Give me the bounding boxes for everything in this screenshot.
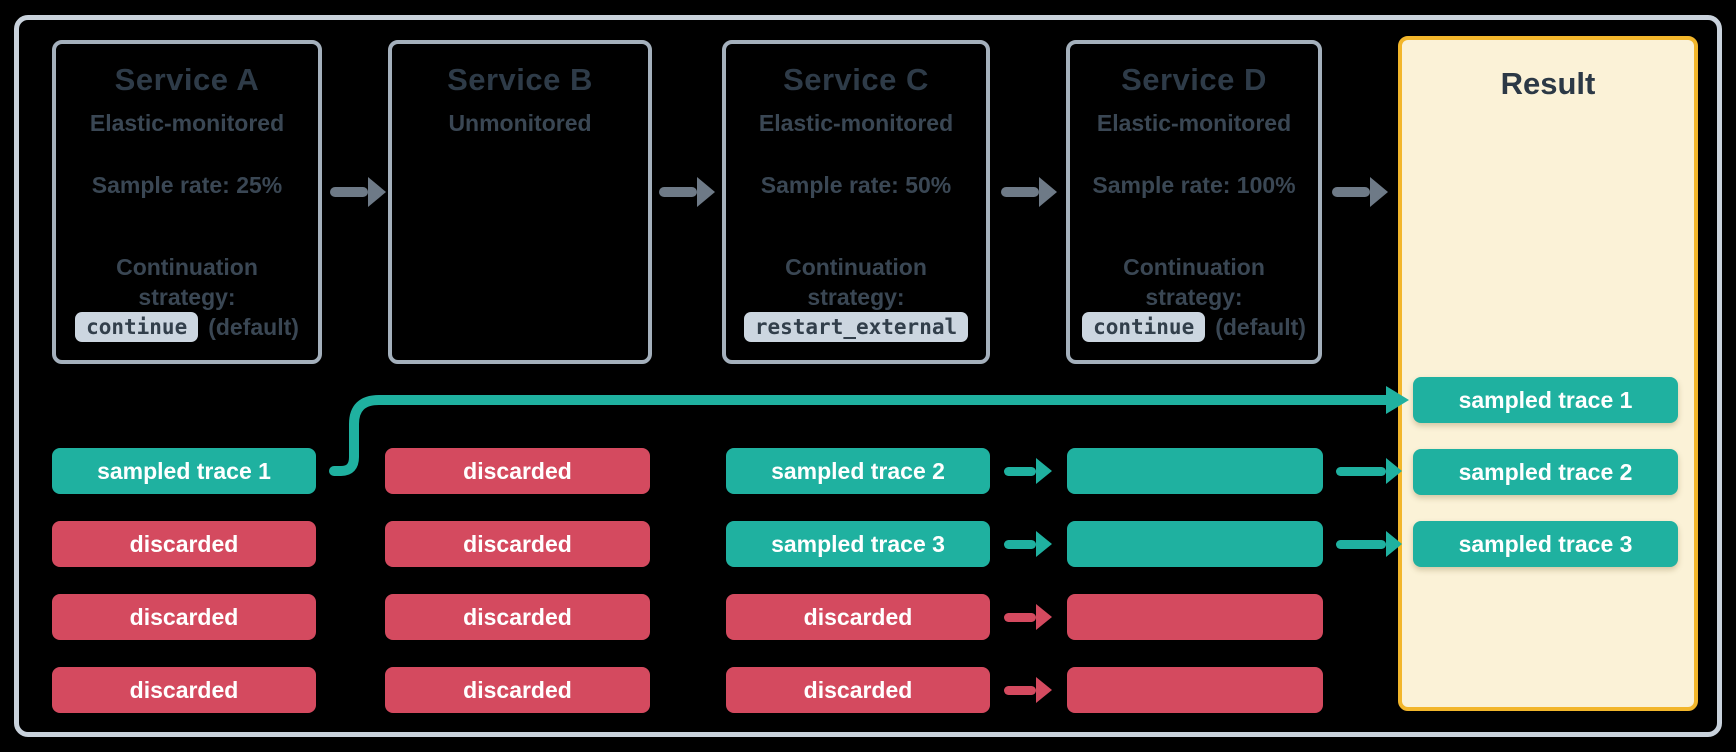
service-subtitle: Elastic-monitored — [758, 110, 954, 136]
arrow-shaft — [1332, 187, 1370, 197]
continuation-label-line2: strategy: — [1145, 284, 1243, 310]
arrow-shaft — [1004, 612, 1036, 622]
continuation-label-line1: Continuation — [116, 254, 258, 280]
trace-pill: sampled trace 1 — [52, 448, 316, 494]
arrow-head-icon — [1039, 177, 1057, 207]
arrow-d-pill-to-result — [1336, 531, 1402, 557]
continuation-strategy-row: restart_external — [726, 310, 986, 344]
result-pill: sampled trace 1 — [1413, 377, 1678, 423]
continuation-label-line1: Continuation — [785, 254, 927, 280]
arrow-c-pill-to-d-pill — [1004, 458, 1052, 484]
service-subtitle: Unmonitored — [448, 110, 592, 136]
trace-pill: discarded — [385, 448, 650, 494]
arrow-head-icon — [1386, 531, 1402, 557]
arrow-shaft — [1004, 685, 1036, 695]
trace-pill — [1067, 521, 1323, 567]
service-title: Service C — [783, 62, 929, 97]
arrow-head-icon — [368, 177, 386, 207]
trace-pill: discarded — [726, 594, 990, 640]
arrow-head-icon — [1036, 604, 1052, 630]
sample-rate-label: Sample rate: 25% — [91, 172, 283, 198]
chip-default-label: (default) — [1215, 313, 1306, 340]
code-chip: restart_external — [743, 312, 969, 342]
arrow-head-icon — [1036, 677, 1052, 703]
continuation-strategy-row: continue (default) — [1070, 310, 1318, 344]
arrow-a-to-b — [330, 177, 386, 207]
trace-pill: sampled trace 2 — [726, 448, 990, 494]
chip-default-label: (default) — [208, 313, 299, 340]
service-c-box: Service C Elastic-monitored Sample rate:… — [722, 40, 990, 364]
arrow-shaft — [330, 187, 368, 197]
service-subtitle: Elastic-monitored — [1096, 110, 1292, 136]
trace-pill: discarded — [385, 594, 650, 640]
service-d-box: Service D Elastic-monitored Sample rate:… — [1066, 40, 1322, 364]
code-chip: continue — [75, 312, 199, 342]
arrow-shaft — [1004, 539, 1036, 549]
service-a-box: Service A Elastic-monitored Sample rate:… — [52, 40, 322, 364]
arrow-c-to-d — [1001, 177, 1057, 207]
trace-pill: sampled trace 3 — [726, 521, 990, 567]
trace-pill — [1067, 667, 1323, 713]
arrow-c-pill-to-d-pill — [1004, 604, 1052, 630]
arrow-head-icon — [697, 177, 715, 207]
trace-pill: discarded — [52, 521, 316, 567]
result-pill: sampled trace 2 — [1413, 449, 1678, 495]
arrow-head-icon — [1386, 458, 1402, 484]
service-title: Service B — [447, 62, 593, 97]
diagram-frame — [14, 15, 1722, 737]
arrow-d-to-result — [1332, 177, 1388, 207]
trace-pill: discarded — [52, 667, 316, 713]
arrow-shaft — [659, 187, 697, 197]
result-title: Result — [1500, 66, 1596, 101]
trace-pill: discarded — [726, 667, 990, 713]
service-subtitle: Elastic-monitored — [89, 110, 285, 136]
arrow-head-icon — [1036, 531, 1052, 557]
result-pill: sampled trace 3 — [1413, 521, 1678, 567]
trace-pill — [1067, 448, 1323, 494]
service-title: Service A — [114, 62, 260, 97]
trace-pill: discarded — [52, 594, 316, 640]
trace-pill: discarded — [385, 667, 650, 713]
arrow-head-icon — [1036, 458, 1052, 484]
sample-rate-label: Sample rate: 100% — [1092, 172, 1296, 198]
arrow-c-pill-to-d-pill — [1004, 531, 1052, 557]
code-chip: continue — [1082, 312, 1206, 342]
arrow-shaft — [1336, 466, 1386, 476]
continuation-label-line2: strategy: — [138, 284, 236, 310]
trace-pill — [1067, 594, 1323, 640]
arrow-c-pill-to-d-pill — [1004, 677, 1052, 703]
arrow-head-icon — [1370, 177, 1388, 207]
trace-pill: discarded — [385, 521, 650, 567]
arrow-b-to-c — [659, 177, 715, 207]
continuation-strategy-row: continue (default) — [56, 310, 318, 344]
service-title: Service D — [1121, 62, 1267, 97]
sample-rate-label: Sample rate: 50% — [760, 172, 952, 198]
arrow-shaft — [1004, 466, 1036, 476]
arrow-shaft — [1001, 187, 1039, 197]
result-box: Result — [1398, 36, 1698, 711]
continuation-label-line2: strategy: — [807, 284, 905, 310]
arrow-d-pill-to-result — [1336, 458, 1402, 484]
service-b-box: Service B Unmonitored — [388, 40, 652, 364]
arrow-shaft — [1336, 539, 1386, 549]
continuation-label-line1: Continuation — [1123, 254, 1265, 280]
